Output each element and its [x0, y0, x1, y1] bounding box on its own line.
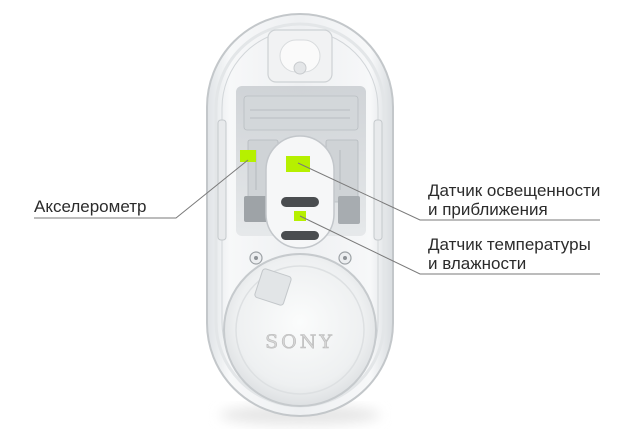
light-proximity-leader [297, 162, 600, 221]
accelerometer-chip [240, 150, 256, 162]
temp-humidity-label-line2: и влажности [428, 254, 527, 273]
temp-humidity-label: Датчик температуры и влажности [428, 235, 591, 273]
temp-humidity-label-line1: Датчик температуры [428, 235, 591, 254]
battery-cover [223, 253, 377, 407]
light-proximity-label-line2: и приближения [428, 200, 548, 219]
accelerometer-label-text: Акселерометр [34, 197, 147, 216]
top-clip [267, 29, 333, 83]
accelerometer-leader [34, 159, 249, 219]
light-proximity-label: Датчик освещенности и приближения [428, 181, 600, 219]
screws [249, 251, 352, 265]
side-rails [217, 119, 383, 241]
light-proximity-sensor [286, 156, 310, 172]
sensor-window [265, 135, 335, 249]
light-proximity-label-line1: Датчик освещенности [428, 181, 601, 200]
accelerometer-label: Акселерометр [34, 197, 146, 216]
brand-logo: SONY [265, 331, 335, 353]
temp-humidity-leader [299, 215, 600, 275]
leader-lines [34, 159, 600, 275]
